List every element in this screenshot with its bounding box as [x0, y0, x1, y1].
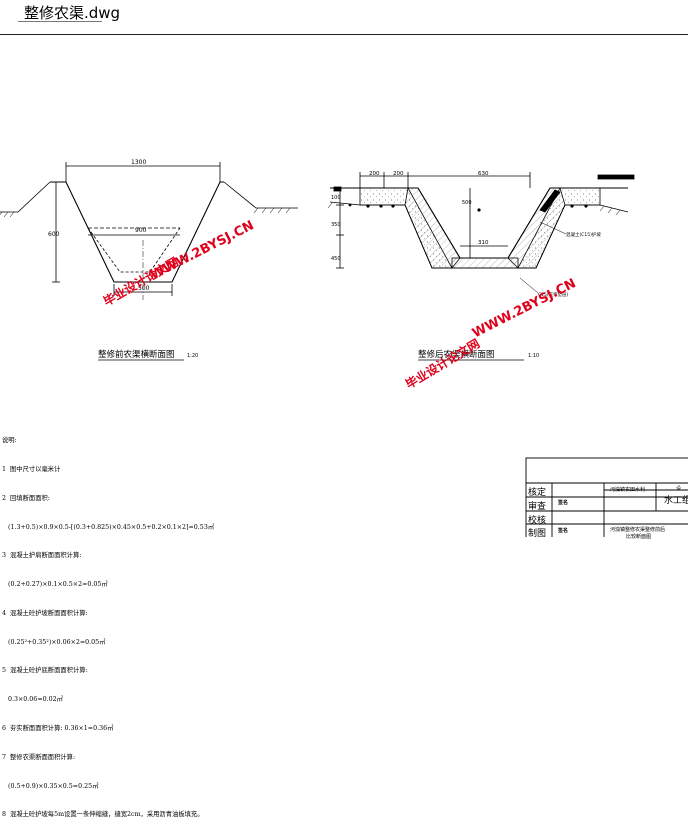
tb-row-approve: 核定: [528, 488, 547, 498]
left-section-title: 整修前农渠横断面图: [98, 349, 175, 360]
title-block-frame: [525, 457, 688, 537]
left-lining: [404, 187, 461, 269]
right-dim-depth: 500: [462, 200, 472, 206]
cad-drawing: 1300 600 900 500 整修前农渠横断面图 1:20: [0, 159, 688, 537]
left-section-drawing: [0, 162, 298, 300]
right-section-title: 整修后农渠横断面图: [418, 349, 495, 360]
note-line: (1.3+0.5)×0.9×0.5-[(0.3+0.825)×0.45×0.5+…: [2, 523, 215, 531]
right-inner-profile: [330, 187, 628, 259]
tb-drawing-name: 河浊镇整修农渠整修前后: [610, 527, 666, 533]
window-title: 整修农渠.dwg: [24, 4, 121, 22]
tb-org: 河浊镇农田水利: [610, 487, 646, 493]
note-line: 4 混凝土砼护坡断面面积计算:: [2, 609, 88, 617]
note-line: (0.5+0.9)×0.35×0.5=0.25㎡: [2, 782, 99, 790]
tb-row-review: 审查: [528, 502, 547, 512]
bottom-lining: [451, 257, 519, 269]
lining-callout: 混凝土(C15)护坡: [566, 231, 601, 238]
right-dim-v2: 350: [331, 222, 341, 228]
left-dim-height: 600: [48, 231, 60, 238]
tb-row-check: 校核: [528, 516, 547, 526]
tb-right-top: 设: [676, 486, 682, 492]
note-line: (0.25²+0.35²)×0.06×2=0.05㎡: [2, 638, 106, 646]
left-section-scale: 1:20: [187, 353, 198, 359]
tb-dept: 水工组: [664, 496, 688, 506]
right-section-scale: 1:10: [528, 353, 539, 359]
note-line: 1 图中尺寸以毫米计: [2, 465, 61, 473]
note-line: 0.3×0.06=0.02㎡: [2, 696, 63, 704]
left-ground-left: [0, 181, 51, 213]
right-slope-block: [539, 189, 561, 213]
tb-sig-1: 签名: [558, 500, 569, 506]
drawing-frame-top: [0, 34, 688, 35]
left-dim-mid: 900: [135, 227, 147, 234]
base-callout: C15(灰浆垫层): [538, 291, 569, 298]
right-dim-bottom: 310: [478, 240, 489, 246]
tb-row-draw: 制图: [528, 529, 547, 539]
left-dim-top: 1300: [131, 159, 146, 166]
note-line: 2 回填断面面积:: [2, 494, 50, 502]
anchor-dots: [348, 203, 588, 212]
note-line: 5 混凝土砼护底断面面积计算:: [2, 667, 88, 675]
note-line: (0.2+0.27)×0.1×0.5×2=0.05㎡: [2, 581, 108, 589]
left-ground-hatch: [0, 207, 291, 218]
right-lining: [507, 187, 566, 269]
right-coping: [597, 174, 635, 180]
right-dim-berm-a: 200: [369, 171, 380, 177]
right-section-drawing: [327, 172, 635, 294]
left-inner-profile: [87, 227, 181, 273]
notes-heading: 说明:: [2, 437, 17, 445]
note-line: 6 夯实断面面积计算: 0.36×1=0.36㎡: [2, 725, 114, 732]
right-dim-top-span: 630: [478, 171, 489, 177]
left-dim-bottom: 500: [138, 285, 150, 292]
title-block: 核定 审查 校核 制图 签名 签名 河浊镇农田水利 水工组 设 河浊镇整修农渠整…: [526, 458, 688, 540]
title-bar: 整修农渠.dwg: [0, 0, 688, 24]
note-line: 3 混凝土护肩断面面积计算:: [2, 552, 82, 560]
right-dim-v1: 100: [331, 195, 341, 201]
note-line: 7 整修农渠断面面积计算:: [2, 753, 76, 761]
right-dim-v3: 450: [331, 256, 341, 262]
title-underline: [18, 21, 102, 22]
left-ground-right: [223, 181, 298, 209]
note-line: 8 混凝土砼护坡每5m设置一条伸缩缝，缝宽2cm，采用沥青油板填充。: [2, 811, 204, 819]
tb-sig-2: 签名: [558, 528, 569, 534]
notes-block: 说明: 1 图中尺寸以毫米计 2 回填断面面积: (1.3+0.5)×0.9×0…: [2, 417, 214, 830]
right-dim-berm-b: 200: [393, 171, 404, 177]
